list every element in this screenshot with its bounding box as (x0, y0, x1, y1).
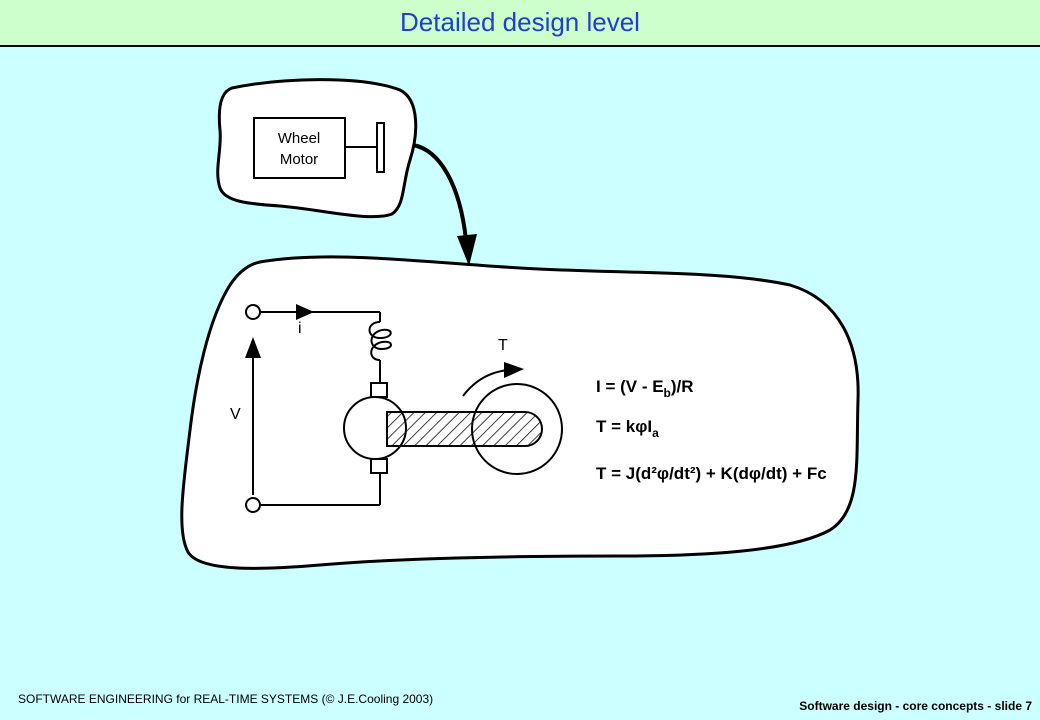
wheel-motor-label-line2: Motor (280, 151, 318, 168)
current-arrow-icon (296, 304, 314, 320)
equation-2: T = kφIa (596, 417, 659, 440)
voltage-label: V (230, 406, 241, 423)
top-terminal (245, 304, 261, 320)
torque-arrowhead-icon (504, 362, 524, 378)
torque-arc (462, 369, 509, 397)
zoom-arrow (412, 143, 468, 241)
wheel-bar (376, 122, 385, 173)
field-coil (368, 321, 392, 361)
wheel-motor-label-line1: Wheel (278, 130, 321, 147)
wheel-motor-block (253, 117, 346, 179)
shaft-hatched (386, 411, 543, 447)
top-brush (370, 382, 388, 398)
title-bar: Detailed design level (0, 0, 1040, 47)
equation-3: T = J(d²φ/dt²) + K(dφ/dt) + Fc (596, 464, 827, 483)
footer-copyright: SOFTWARE ENGINEERING for REAL-TIME SYSTE… (18, 692, 434, 706)
zoom-arrowhead-icon (457, 234, 477, 266)
voltage-arrowhead-icon (245, 337, 261, 358)
torque-label: T (498, 337, 508, 354)
equation-1: I = (V - Eb)/R (596, 377, 694, 400)
bottom-brush (370, 458, 388, 474)
footer-slide-info: Software design - core concepts - slide … (799, 699, 1032, 713)
bottom-terminal (245, 497, 261, 513)
page-title: Detailed design level (400, 7, 640, 37)
current-label: i (298, 320, 302, 337)
